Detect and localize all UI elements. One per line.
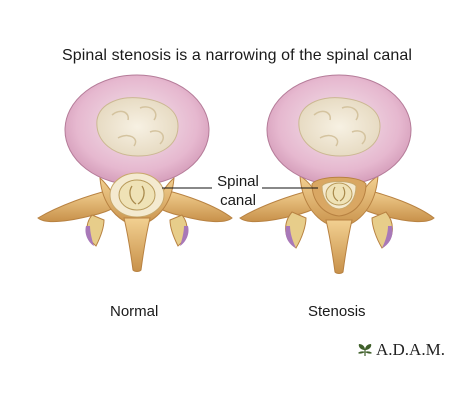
adam-leaf-icon [358,344,372,356]
normal-vertebra [37,74,233,272]
callout-line2: canal [220,192,256,209]
stenosis-spinal-cord [325,182,353,206]
adam-logo: A.D.A.M. [357,340,445,360]
callout-line1: Spinal [217,173,259,190]
normal-right-ligament [180,226,189,246]
normal-label: Normal [110,303,159,320]
spinal-canal-callout: Spinal canal [208,172,268,210]
stenosis-disc-nucleus [298,97,381,157]
stenosis-right-ligament [382,226,393,248]
adam-logo-text: A.D.A.M. [376,340,445,359]
stenosis-label: Stenosis [308,303,366,320]
normal-spinous-process [123,217,151,272]
normal-disc-nucleus [96,97,179,157]
normal-spinal-cord [118,179,156,211]
stenosis-left-process [239,189,321,223]
stenosis-left-ligament [285,226,296,248]
stenosis-vertebra [239,74,435,274]
normal-right-process [154,189,233,223]
normal-left-process [37,189,119,223]
normal-left-ligament [85,226,94,246]
stenosis-spinous-process [325,219,353,274]
diagram-title: Spinal stenosis is a narrowing of the sp… [61,47,413,64]
